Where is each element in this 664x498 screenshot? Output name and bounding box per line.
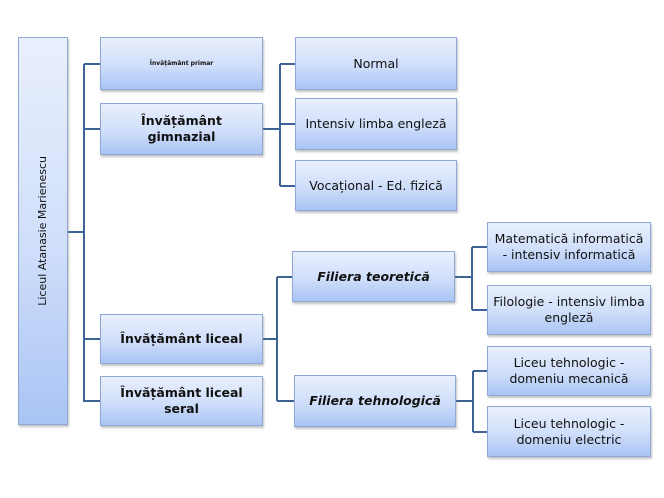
root-label: Liceul Atanasie Marienescu: [36, 156, 50, 306]
node-filiera-tehnologica[interactable]: Filiera tehnologică: [294, 375, 456, 427]
node-filiera-tehnologica-label: Filiera tehnologică: [309, 393, 441, 409]
node-primar[interactable]: Învățământ primar: [100, 37, 263, 90]
root-node[interactable]: Liceul Atanasie Marienescu: [18, 37, 68, 425]
connector-teoretica-trunk: [455, 247, 473, 310]
node-filiera-teoretica[interactable]: Filiera teoretică: [292, 251, 455, 302]
node-primar-label: Învățământ primar: [149, 59, 214, 67]
node-intensiv-engleza-label: Intensiv limba engleză: [305, 116, 447, 132]
node-filiera-teoretica-label: Filiera teoretică: [317, 268, 430, 284]
node-liceal-label: Învățământ liceal: [120, 331, 243, 347]
node-tehnologic-mecanica-label: Liceu tehnologic - domeniu mecanică: [509, 355, 629, 386]
node-gimnazial-label: Învățământ gimnazial: [141, 113, 222, 144]
node-liceal-seral-label: Învățământ liceal seral: [120, 385, 243, 416]
node-filologie-label: Filologie - intensiv limba engleză: [493, 294, 645, 325]
node-liceal-seral[interactable]: Învățământ liceal seral: [100, 376, 263, 426]
node-vocational[interactable]: Vocațional - Ed. fizică: [295, 160, 457, 211]
connector-liceal-trunk: [263, 277, 278, 401]
node-intensiv-engleza[interactable]: Intensiv limba engleză: [295, 98, 457, 150]
connector-root-trunk: [68, 64, 85, 402]
node-normal-label: Normal: [353, 55, 399, 71]
node-matematica-informatica[interactable]: Matematică informatică - intensiv inform…: [487, 222, 651, 272]
connector-tehnologica-trunk: [456, 371, 474, 432]
node-liceal[interactable]: Învățământ liceal: [100, 314, 263, 364]
node-tehnologic-electric-label: Liceu tehnologic - domeniu electric: [513, 415, 625, 447]
node-vocational-label: Vocațional - Ed. fizică: [309, 177, 443, 193]
node-normal[interactable]: Normal: [295, 37, 457, 90]
node-gimnazial[interactable]: Învățământ gimnazial: [100, 103, 263, 155]
node-tehnologic-mecanica[interactable]: Liceu tehnologic - domeniu mecanică: [487, 346, 651, 396]
node-matematica-informatica-label: Matematică informatică - intensiv inform…: [494, 231, 644, 262]
node-filologie[interactable]: Filologie - intensiv limba engleză: [487, 285, 651, 335]
connector-gimnazial-trunk: [263, 64, 281, 186]
node-tehnologic-electric[interactable]: Liceu tehnologic - domeniu electric: [487, 406, 651, 457]
